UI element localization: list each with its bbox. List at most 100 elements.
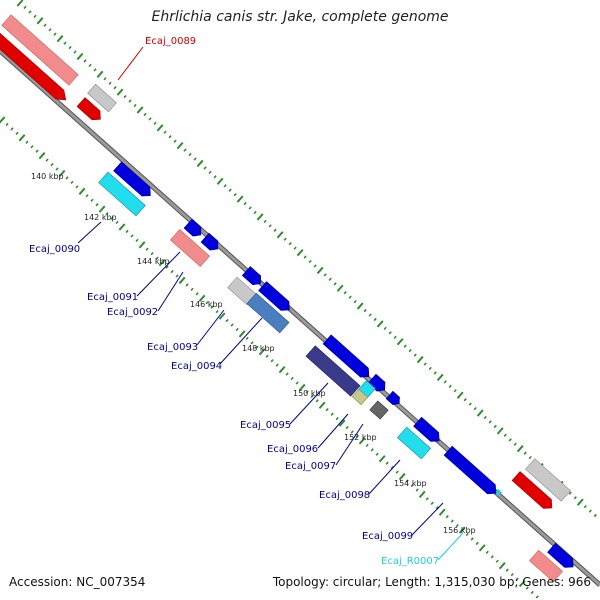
feature-pink-bottom[interactable]	[528, 549, 564, 583]
outer-tick-mark	[508, 438, 512, 442]
inner-tick-mark	[335, 416, 339, 421]
outer-tick-mark	[148, 117, 152, 121]
inner-tick-mark	[218, 312, 226, 320]
inner-tick-mark	[398, 472, 406, 481]
tick-label-150: 150 kbp	[293, 389, 326, 398]
feature-olive-0096[interactable]	[351, 388, 369, 406]
inner-tick-mark	[158, 258, 166, 267]
inner-tick-mark	[378, 455, 386, 463]
inner-tick-mark	[518, 579, 526, 588]
feature-cyan-r0007[interactable]	[493, 488, 503, 498]
inner-tick-mark	[415, 488, 419, 492]
feature-navy-0095[interactable]	[305, 345, 361, 397]
gene-label-ecaj-0089[interactable]: Ecaj_0089	[145, 36, 196, 47]
inner-tick-mark	[485, 550, 489, 554]
inner-tick-mark	[85, 194, 89, 198]
inner-tick-mark	[435, 506, 439, 510]
feature-blue-0091-b[interactable]	[200, 232, 222, 253]
feature-red-small-top[interactable]	[76, 97, 104, 124]
feature-blue-0091-a[interactable]	[183, 218, 205, 239]
outer-tick-mark	[116, 88, 124, 96]
inner-tick-mark	[105, 211, 109, 216]
feature-grey-top[interactable]	[87, 83, 117, 113]
feature-grey-bottom[interactable]	[525, 458, 571, 502]
feature-cyan-0098[interactable]	[396, 426, 432, 460]
outer-tick-mark	[328, 277, 332, 281]
outer-tick-mark	[413, 353, 417, 357]
inner-tick-mark	[205, 301, 209, 305]
outer-tick-mark	[393, 335, 397, 339]
feature-steel-0094[interactable]	[246, 292, 290, 334]
inner-tick-mark	[115, 220, 119, 225]
outer-tick-mark	[193, 157, 197, 161]
inner-tick-mark	[275, 363, 279, 367]
inner-tick-mark	[478, 544, 486, 552]
outer-tick-mark	[196, 159, 204, 168]
inner-tick-mark	[45, 158, 49, 162]
feature-blue-0095-outer[interactable]	[322, 334, 373, 381]
gene-label-ecaj-r0007[interactable]: Ecaj_R0007	[381, 556, 439, 567]
outer-tick-mark	[403, 344, 407, 348]
feature-blue-0098-outer[interactable]	[413, 416, 444, 445]
inner-tick-mark	[450, 519, 454, 523]
gene-label-ecaj-0096[interactable]: Ecaj_0096	[267, 444, 318, 455]
outer-tick-mark	[323, 273, 327, 277]
outer-tick-mark	[513, 442, 517, 446]
outer-tick-mark	[276, 231, 284, 239]
inner-tick-mark	[225, 318, 229, 323]
feature-blue-0099[interactable]	[443, 445, 500, 498]
outer-tick-mark	[528, 455, 532, 460]
gene-label-ecaj-0093[interactable]: Ecaj_0093	[147, 342, 198, 353]
inner-tick-mark	[0, 116, 6, 124]
outer-tick-mark	[373, 317, 377, 322]
inner-tick-mark	[405, 479, 409, 483]
outer-tick-mark	[423, 362, 427, 366]
inner-tick-mark	[325, 408, 329, 412]
feature-red-arrow-top[interactable]	[0, 29, 70, 104]
outer-tick-mark	[203, 166, 207, 170]
outer-tick-mark	[188, 152, 192, 157]
gene-label-ecaj-0091[interactable]: Ecaj_0091	[87, 292, 138, 303]
inner-tick-mark	[38, 152, 46, 160]
gene-label-ecaj-0095[interactable]: Ecaj_0095	[240, 420, 291, 431]
feature-layer	[0, 14, 578, 583]
feature-cyan-0090[interactable]	[98, 171, 146, 217]
feature-blue-0093-b[interactable]	[258, 281, 294, 315]
outer-tick-mark	[568, 491, 572, 495]
gene-label-ecaj-0098[interactable]: Ecaj_0098	[319, 490, 370, 501]
feature-pink-0092[interactable]	[169, 229, 211, 267]
inner-tick-mark	[455, 523, 459, 528]
feature-blue-0093-a[interactable]	[241, 266, 264, 289]
inner-tick-mark	[125, 229, 129, 234]
inner-tick-mark	[138, 241, 146, 249]
outer-tick-mark	[108, 81, 112, 85]
feature-red-bottom[interactable]	[511, 471, 556, 513]
outer-tick-mark	[128, 99, 132, 103]
inner-tick-mark	[70, 180, 74, 185]
inner-tick-mark	[185, 283, 189, 287]
inner-tick-mark	[30, 145, 34, 149]
feature-blue-0097-small[interactable]	[385, 390, 402, 407]
outer-tick-mark	[583, 504, 587, 509]
feature-darkgrey-0097[interactable]	[369, 400, 389, 420]
feature-ecaj-0089-block[interactable]	[1, 14, 79, 86]
outer-tick-mark	[263, 219, 267, 224]
inner-tick-mark	[505, 568, 509, 572]
inner-tick-mark	[65, 176, 69, 180]
outer-tick-mark	[173, 139, 177, 143]
outer-tick-mark	[448, 384, 452, 388]
gene-label-ecaj-0092[interactable]: Ecaj_0092	[107, 307, 158, 318]
gene-label-ecaj-0097[interactable]: Ecaj_0097	[285, 461, 336, 472]
inner-tick-mark	[350, 430, 354, 434]
inner-tick-mark	[165, 265, 169, 269]
gene-label-ecaj-0090[interactable]: Ecaj_0090	[29, 244, 80, 255]
feature-blue-0090-outer[interactable]	[113, 161, 155, 200]
gene-label-ecaj-0094[interactable]: Ecaj_0094	[171, 361, 222, 372]
inner-tick-mark	[118, 223, 126, 231]
outer-tick-mark	[576, 498, 584, 506]
feature-blue-bottom[interactable]	[547, 542, 578, 571]
inner-tick-mark	[535, 595, 539, 599]
outer-tick-mark	[23, 5, 27, 10]
inner-tick-mark	[498, 562, 506, 570]
gene-label-ecaj-0099[interactable]: Ecaj_0099	[362, 531, 413, 542]
